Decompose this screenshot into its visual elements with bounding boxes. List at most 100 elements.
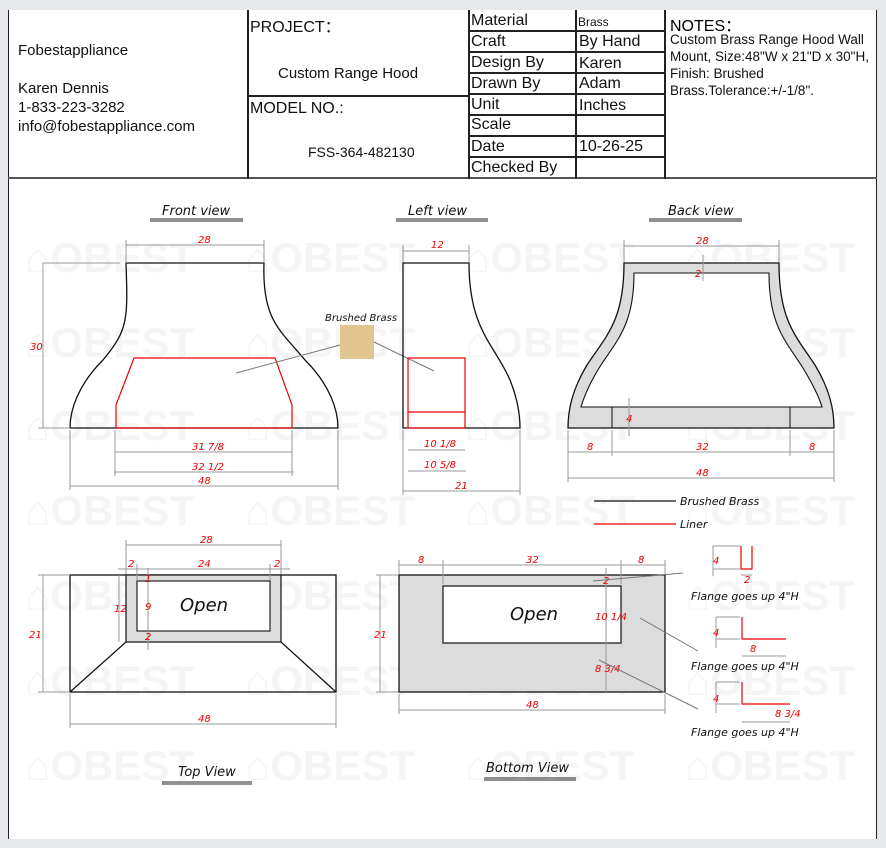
divider — [575, 10, 577, 179]
row-line — [468, 156, 664, 158]
svg-text:⌂OBEST: ⌂OBEST — [25, 319, 195, 366]
flange-1-height: 4 — [713, 556, 719, 567]
front-view-title: Front view — [162, 204, 231, 219]
dim-back-left: 8 — [587, 442, 593, 453]
brass-swatch — [340, 325, 374, 359]
model-label: MODEL NO.: — [250, 100, 344, 117]
callout-label: Brushed Brass — [325, 313, 397, 324]
svg-text:⌂OBEST: ⌂OBEST — [245, 402, 415, 449]
brass-callout: Brushed Brass — [325, 313, 435, 372]
company-name: Fobestappliance — [18, 42, 129, 59]
spec-label-design-by: Design By — [471, 54, 544, 71]
row-line — [468, 135, 664, 137]
svg-text:⌂OBEST: ⌂OBEST — [245, 657, 415, 704]
legend: Brushed Brass Liner — [594, 495, 760, 531]
dim-bottom-width: 48 — [526, 700, 539, 711]
bottom-view-title: Bottom View — [486, 761, 569, 776]
dim-top-opening: 24 — [198, 559, 211, 570]
divider — [247, 95, 468, 97]
dim-bottom-middle: 32 — [526, 555, 539, 566]
dim-top-outer: 28 — [200, 535, 213, 546]
dim-back-middle: 32 — [696, 442, 709, 453]
spec-label-checked-by: Checked By — [471, 159, 558, 176]
spec-value-unit: Inches — [579, 97, 627, 114]
left-view: Left view 12 10 1/8 10 5/8 21 — [396, 204, 521, 495]
hood-outline — [69, 262, 339, 429]
spec-label-unit: Unit — [471, 96, 500, 113]
spec-value-craft: By Hand — [579, 33, 641, 50]
dim-bottom-left: 8 — [418, 555, 424, 566]
flange-3-label: Flange goes up 4"H — [691, 726, 799, 739]
svg-text:⌂OBEST: ⌂OBEST — [245, 487, 415, 534]
dim-front-bottom: 48 — [198, 476, 211, 487]
dim-top-depth: 21 — [29, 630, 42, 641]
row-line — [468, 30, 664, 32]
dim-bottom-right: 8 — [638, 555, 644, 566]
row-line — [468, 93, 664, 95]
top-view: Open 28 2 24 2 1 9 2 12 21 48 Top View — [29, 535, 337, 785]
project-label: PROJECT： — [250, 19, 341, 36]
dim-top-left-wall: 2 — [128, 559, 134, 570]
svg-text:⌂OBEST: ⌂OBEST — [245, 319, 415, 366]
spec-label-date: Date — [471, 138, 505, 155]
dim-top-back-wall: 2 — [145, 632, 151, 643]
divider — [468, 10, 470, 179]
viewer-bottom-bar — [0, 839, 886, 848]
dim-top-opening-depth: 9 — [145, 602, 151, 613]
svg-text:⌂OBEST: ⌂OBEST — [465, 487, 635, 534]
divider — [247, 10, 249, 179]
technical-drawing: ⌂OBEST ⌂OBEST ⌂OBEST ⌂OBEST ⌂OBEST ⌂OBEST ⌂OB… — [25, 204, 855, 789]
spec-value-design-by: Karen — [579, 55, 622, 72]
dim-top-width: 48 — [198, 714, 211, 725]
spec-label-material: Material — [471, 12, 528, 29]
top-open-label: Open — [180, 595, 228, 616]
flange-3-width: 8 3/4 — [775, 709, 801, 720]
flange-1-width: 2 — [744, 575, 750, 586]
back-view-title: Back view — [668, 204, 734, 219]
dim-bottom-depth: 21 — [374, 630, 387, 641]
svg-text:⌂OBEST: ⌂OBEST — [685, 742, 855, 789]
row-line — [468, 114, 664, 116]
side-outline — [402, 262, 521, 429]
dim-front-height: 30 — [30, 342, 43, 353]
notes-title: NOTES： — [670, 18, 742, 35]
flange-3-height: 4 — [713, 694, 719, 705]
liner-outline — [115, 357, 293, 429]
front-view: Front view 28 30 31 7/8 32 1/2 48 — [30, 204, 341, 490]
divider — [664, 10, 666, 179]
back-view: Back view 28 2 4 8 32 8 48 — [567, 204, 835, 482]
dim-bottom-bottom-gap: 8 3/4 — [595, 664, 621, 675]
svg-text:⌂OBEST: ⌂OBEST — [25, 234, 195, 281]
flange-2-height: 4 — [713, 628, 719, 639]
dim-back-strip: 4 — [626, 414, 632, 425]
bottom-open-label: Open — [510, 604, 558, 625]
dim-front-liner-inner: 31 7/8 — [192, 442, 224, 453]
dim-top-right-wall: 2 — [274, 559, 280, 570]
title-block: Fobestappliance Karen Dennis 1-833-223-3… — [8, 10, 877, 179]
contact-email: info@fobestappliance.com — [18, 118, 195, 135]
dim-back-bottom: 48 — [696, 468, 709, 479]
dim-left-liner-inner: 10 1/8 — [424, 439, 456, 450]
top-view-title: Top View — [178, 765, 236, 780]
dim-back-top: 28 — [696, 236, 709, 247]
dim-top-front-wall: 1 — [145, 574, 151, 585]
side-liner — [407, 357, 466, 429]
dim-left-top: 12 — [431, 240, 444, 251]
dim-bottom-top-gap: 2 — [603, 576, 609, 587]
notes-body: Custom Brass Range Hood Wall Mount, Size… — [670, 32, 869, 98]
project-value: Custom Range Hood — [278, 65, 419, 82]
contact-name: Karen Dennis — [18, 80, 109, 97]
spec-label-scale: Scale — [471, 116, 512, 133]
flange-1: 4 2 Flange goes up 4"H — [691, 545, 799, 603]
spec-value-material: Brass — [578, 15, 609, 29]
dim-back-right: 8 — [809, 442, 815, 453]
dim-left-depth: 21 — [455, 481, 468, 492]
contact-phone: 1-833-223-3282 — [18, 99, 125, 116]
spec-label-craft: Craft — [471, 33, 506, 50]
spec-value-drawn-by: Adam — [579, 75, 621, 92]
flange-2-width: 8 — [750, 644, 756, 655]
dim-back-wall: 2 — [695, 269, 701, 280]
left-view-title: Left view — [408, 204, 467, 219]
model-value: FSS-364-482130 — [308, 144, 415, 160]
dim-top-collar: 12 — [114, 604, 127, 615]
